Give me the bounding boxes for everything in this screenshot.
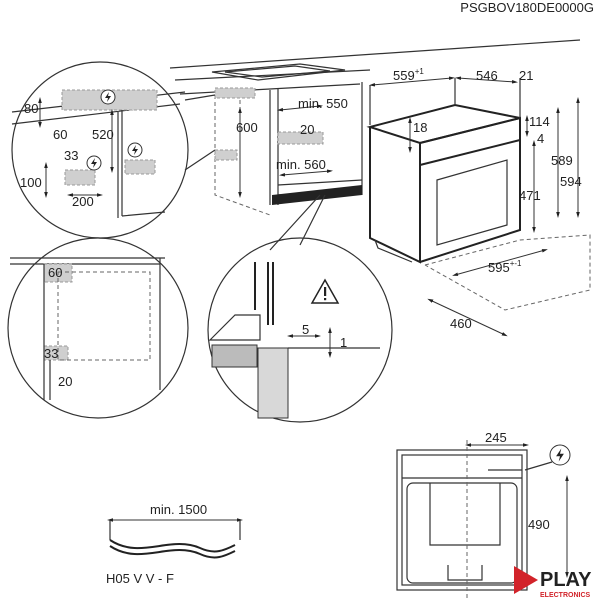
electrical-connection-icon bbox=[86, 155, 102, 171]
dim-60: 60 bbox=[53, 127, 67, 142]
dim-18: 18 bbox=[413, 120, 427, 135]
dim-460: 460 bbox=[450, 316, 472, 331]
logo-text: PLAY bbox=[540, 569, 592, 591]
logo-subtext: ELECTRONICS bbox=[540, 592, 591, 599]
dim-33-bottom: 33 bbox=[44, 346, 58, 361]
dim-520: 520 bbox=[92, 127, 114, 142]
dim-min-550: min. 550 bbox=[298, 96, 348, 111]
electrical-connection-icon bbox=[127, 142, 143, 158]
dim-245: 245 bbox=[485, 430, 507, 445]
dim-min-560: min. 560 bbox=[276, 157, 326, 172]
warning-icon bbox=[310, 278, 340, 304]
detail-side-clearance bbox=[7, 237, 189, 419]
detail-socket-position bbox=[11, 61, 189, 239]
dim-471: 471 bbox=[519, 188, 541, 203]
oven-drawing bbox=[366, 76, 591, 337]
dim-4: 4 bbox=[537, 131, 544, 146]
play-electronics-logo: PLAY ELECTRONICS bbox=[514, 566, 592, 599]
dim-595: 595+-1 bbox=[488, 259, 522, 275]
dim-490: 490 bbox=[528, 517, 550, 532]
dim-100: 100 bbox=[20, 175, 42, 190]
dim-600: 600 bbox=[236, 120, 258, 135]
dim-33: 33 bbox=[64, 148, 78, 163]
dim-80: 80 bbox=[24, 101, 38, 116]
kitchen-cabinet bbox=[169, 39, 581, 216]
dim-594: 594 bbox=[560, 174, 582, 189]
electrical-connection-icon bbox=[549, 444, 571, 466]
oven-back-view bbox=[396, 440, 571, 600]
cable-type: H05 V V - F bbox=[106, 571, 174, 586]
cable-length: min. 1500 bbox=[150, 502, 207, 517]
dim-60-bottom: 60 bbox=[48, 265, 62, 280]
model-number: PSGBOV180DE0000G bbox=[460, 0, 594, 15]
dim-20: 20 bbox=[300, 122, 314, 137]
ventilation-grille bbox=[272, 185, 362, 205]
power-cable bbox=[107, 518, 243, 559]
dim-589: 589 bbox=[551, 153, 573, 168]
dim-559: 559+1 bbox=[393, 67, 424, 83]
dim-546: 546 bbox=[476, 68, 498, 83]
dim-1: 1 bbox=[340, 335, 347, 350]
dim-114: 114 bbox=[529, 114, 550, 129]
detail-installation-gap bbox=[207, 194, 393, 423]
electrical-connection-icon bbox=[100, 89, 116, 105]
dim-21: 21 bbox=[519, 68, 533, 83]
dim-5: 5 bbox=[302, 322, 309, 337]
dimension-labels: 80 60 520 33 100 200 600 min. 550 20 min… bbox=[20, 67, 582, 586]
dim-200: 200 bbox=[72, 194, 94, 209]
dim-20-bottom: 20 bbox=[58, 374, 72, 389]
